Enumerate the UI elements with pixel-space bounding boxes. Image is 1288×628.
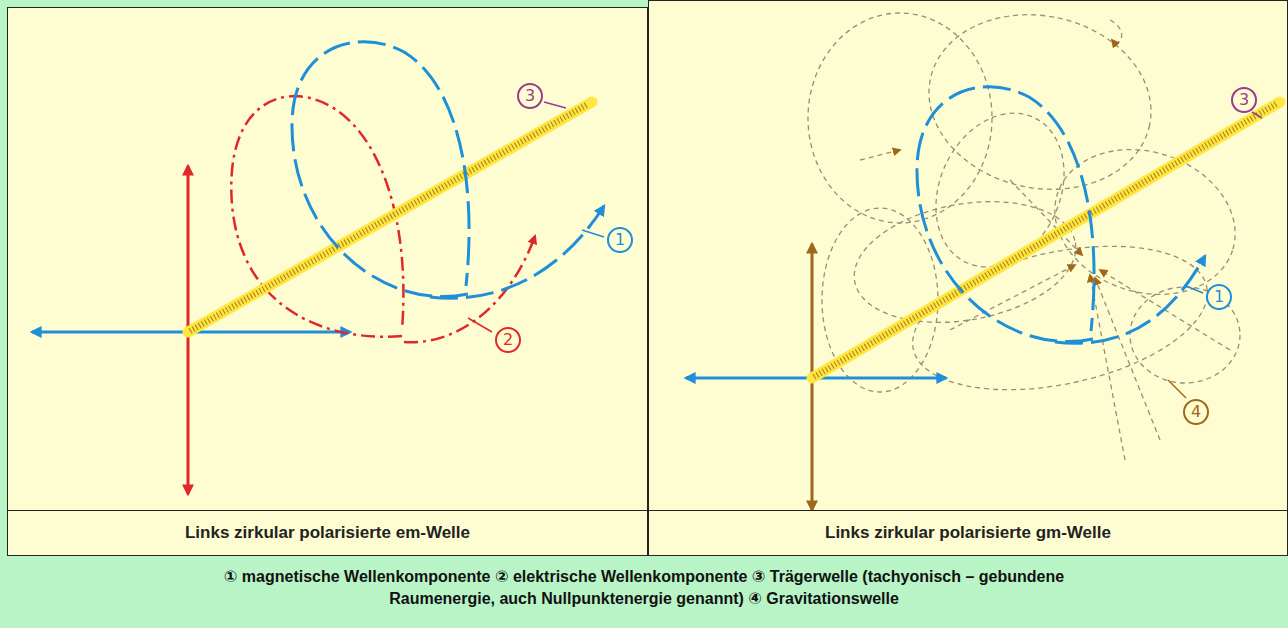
carrier-wave-texture [190,104,588,331]
leader-line [1186,286,1203,293]
flux-line [1095,278,1160,440]
leader-line [1168,380,1186,398]
magnetic-loop-tail [430,206,604,298]
caption-text: Links zirkular polarisierte em-Welle [179,523,476,543]
gravitation-loop [808,13,992,223]
carrier-wave [188,102,592,332]
callout-number: 2 [495,327,521,353]
flux-line [1110,20,1122,43]
carrier-wave [812,102,1280,378]
caption-box: Links zirkular polarisierte gm-Welle [648,510,1288,556]
right-panel [649,1,1288,511]
electric-loop [231,96,403,337]
flux-line [860,150,900,160]
magnetic-loop-tail [1055,256,1205,343]
flux-line [950,265,1075,330]
callout-number: 1 [1206,284,1232,310]
leader-line [582,230,604,237]
callout-number: 3 [1231,87,1257,113]
caption-box: Links zirkular polarisierte em-Welle [7,510,648,556]
callout-number: 3 [517,83,543,109]
gravitation-loops [808,0,1254,414]
leader-line [544,102,566,108]
gravitation-loop [900,222,1221,413]
em-wave-figure [32,42,604,494]
callout-number: 1 [607,227,633,253]
leader-line [468,318,492,332]
leader-line [1252,112,1262,118]
carrier-wave-texture [814,104,1276,377]
magnetic-loop [292,42,469,297]
caption-text: Links zirkular polarisierte gm-Welle [819,523,1117,543]
flux-line [1090,275,1125,460]
gm-wave-figure [686,0,1280,510]
callout-number: 4 [1183,399,1209,425]
legend-key-text: ① magnetische Wellenkomponente ② elektri… [200,566,1088,610]
left-panel [8,8,648,511]
magnetic-loop [917,87,1094,342]
